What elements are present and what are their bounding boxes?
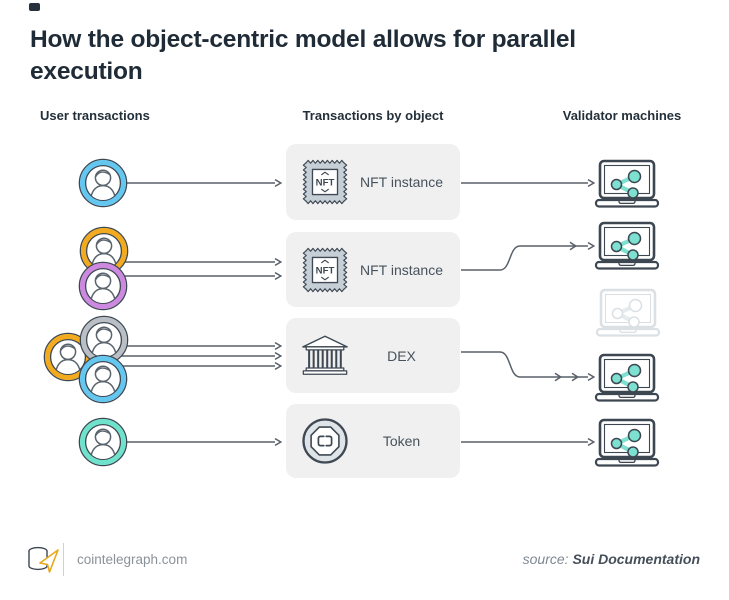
validator-laptop-2	[596, 223, 658, 269]
nft-stamp-icon: NFT	[302, 159, 348, 205]
avatar-blue-2	[78, 354, 128, 404]
object-box-dex: DEX	[286, 318, 460, 393]
arrow-nft2-validator2	[461, 246, 588, 271]
chevron-mark	[554, 372, 563, 382]
coin-icon	[302, 418, 348, 464]
arrow-dex-validator4	[461, 351, 588, 377]
svg-text:NFT: NFT	[316, 177, 335, 188]
footer-site-url: cointelegraph.com	[77, 552, 188, 567]
avatar-orange-1	[79, 226, 129, 276]
validator-laptop-1	[596, 161, 658, 207]
source-prefix: source:	[522, 551, 569, 567]
user-to-object-arrows	[118, 183, 275, 442]
object-box-nft-2: NFT NFT instance	[286, 232, 460, 307]
validator-laptop-4	[596, 355, 658, 401]
object-label: NFT instance	[360, 261, 443, 278]
object-label: NFT instance	[360, 174, 443, 190]
bank-icon	[302, 335, 348, 375]
chevron-mark	[569, 241, 578, 251]
cointelegraph-logo	[28, 546, 59, 573]
column-header-validator-machines: Validator machines	[562, 108, 682, 123]
source-name: Sui Documentation	[572, 551, 700, 567]
avatar-orange-2	[43, 332, 93, 382]
object-label: Token	[382, 433, 421, 449]
column-header-user-transactions: User transactions	[40, 108, 150, 123]
svg-text:NFT: NFT	[316, 265, 335, 276]
user-avatars	[43, 158, 129, 467]
object-box-nft-1: NFT NFT instance	[286, 144, 460, 220]
validator-machines	[596, 161, 659, 466]
validator-laptop-5	[596, 420, 658, 466]
avatar-teal-1	[78, 417, 128, 467]
object-box-token: Token	[286, 404, 460, 478]
avatar-blue-1	[78, 158, 128, 208]
page-title: How the object-centric model allows for …	[30, 26, 576, 86]
object-to-validator-arrows	[461, 183, 588, 442]
footer-divider	[63, 543, 64, 576]
object-label: DEX	[387, 347, 416, 364]
avatar-purple-1	[78, 261, 128, 311]
column-header-transactions-by-object: Transactions by object	[302, 108, 444, 123]
footer-source: source: Sui Documentation	[380, 551, 700, 567]
chevron-mark	[571, 372, 580, 382]
crop-artifact-mark	[29, 3, 40, 11]
validator-laptop-idle	[597, 290, 659, 336]
nft-stamp-icon: NFT	[302, 247, 348, 292]
avatar-gray-1	[79, 315, 129, 365]
